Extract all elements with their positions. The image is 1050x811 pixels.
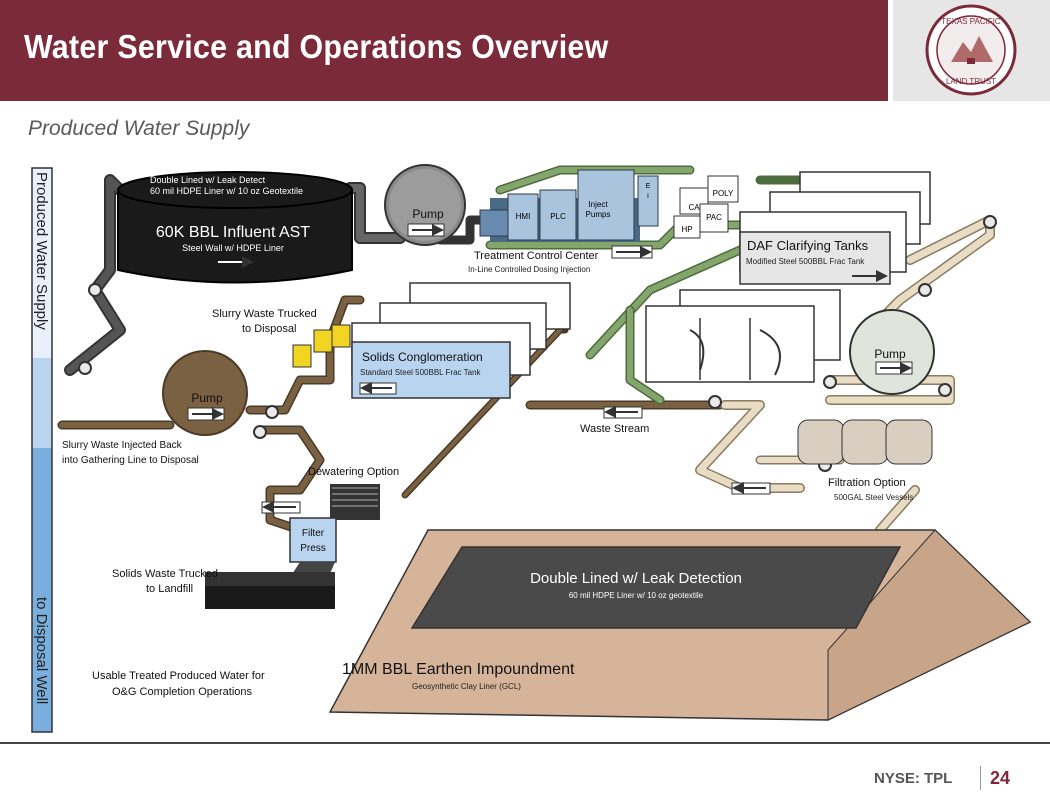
tcc-pac: PAC [706, 213, 722, 222]
influent-note2: 60 mil HDPE Liner w/ 10 oz Geotextile [150, 186, 303, 196]
section-subtitle: Produced Water Supply [28, 117, 250, 140]
filtration-title: Filtration Option [828, 477, 906, 489]
side-flow-bar: Produced Water Supply to Disposal Well [31, 167, 53, 733]
tcc-hp: HP [681, 225, 692, 234]
filter-press-line2: Press [300, 543, 326, 554]
daf-subtitle: Modified Steel 500BBL Frac Tank [746, 257, 865, 266]
pump-right: Pump [849, 309, 935, 395]
influent-title: 60K BBL Influent AST [156, 224, 310, 241]
page-title: Water Service and Operations Overview [24, 28, 609, 65]
landfill-bin: Solids Waste Trucked to Landfill [112, 568, 335, 609]
daf-tanks: DAF Clarifying Tanks Modified Steel 500B… [739, 171, 931, 285]
pump-left-label: Pump [191, 391, 223, 405]
logo-panel: TEXAS PACIFIC LAND TRUST [893, 0, 1050, 101]
treatment-control-center: HMI PLC Inject Pumps E I POLY CA PAC HP … [468, 169, 739, 274]
stock-ticker: NYSE: TPL [874, 770, 953, 787]
tcc-hmi: HMI [516, 212, 531, 221]
tcc-plc: PLC [550, 212, 566, 221]
solids-conglomeration: Solids Conglomeration Standard Steel 500… [351, 282, 571, 399]
earthen-impoundment: Double Lined w/ Leak Detection 60 mil HD… [328, 529, 1032, 721]
pump-left: Pump [162, 350, 248, 436]
solids-con-title: Solids Conglomeration [362, 350, 483, 364]
logo-bottom-text: LAND TRUST [946, 77, 996, 86]
daf-title: DAF Clarifying Tanks [747, 238, 869, 253]
side-bar-top-text: Produced Water Supply [33, 172, 50, 330]
logo-mountain-icon [951, 36, 993, 62]
impound-inner-title: Double Lined w/ Leak Detection [530, 570, 742, 587]
filter-press-line1: Filter [302, 528, 325, 539]
mixing-tanks [645, 289, 841, 383]
solids-truck-line2: to Landfill [146, 583, 193, 595]
pump-right-label: Pump [874, 347, 906, 361]
waste-stream-text: Waste Stream [580, 423, 649, 435]
solids-con-subtitle: Standard Steel 500BBL Frac Tank [360, 368, 482, 377]
company-logo: TEXAS PACIFIC LAND TRUST [925, 4, 1017, 96]
waste-stream-label: Waste Stream [580, 406, 649, 435]
tcc-inject1: Inject [588, 200, 608, 209]
footer-divider [0, 742, 1050, 744]
tcc-ei2: I [647, 193, 649, 200]
tcc-title: Treatment Control Center [474, 250, 599, 262]
tcc-ca: CA [688, 203, 700, 212]
solids-truck-line1: Solids Waste Trucked [112, 568, 218, 580]
impound-subtitle: Geosynthetic Clay Liner (GCL) [412, 682, 521, 691]
impound-inner-subtitle: 60 mil HDPE Liner w/ 10 oz geotextile [569, 591, 704, 600]
slurry-inject-line2: into Gathering Line to Disposal [62, 455, 199, 466]
slurry-barrels: Slurry Waste Trucked to Disposal [212, 308, 351, 368]
pump-top: Pump [384, 164, 466, 246]
pump-top-label: Pump [412, 207, 444, 221]
usable-water-line1: Usable Treated Produced Water for [92, 670, 265, 682]
logo-top-text: TEXAS PACIFIC [941, 17, 1001, 26]
impound-title: 1MM BBL Earthen Impoundment [342, 661, 575, 678]
filtration-subtitle: 500GAL Steel Vessels [834, 493, 913, 502]
header-bar [0, 0, 888, 101]
influent-tank: Double Lined w/ Leak Detect 60 mil HDPE … [117, 171, 353, 284]
influent-note1: Double Lined w/ Leak Detect [150, 175, 266, 185]
slurry-inject-line1: Slurry Waste Injected Back [62, 440, 183, 451]
dewatering-label: Dewatering Option [308, 466, 399, 478]
slurry-truck-line2: to Disposal [242, 323, 296, 335]
footer-separator [980, 766, 981, 790]
usable-water-line2: O&G Completion Operations [112, 686, 253, 698]
tcc-inject2: Pumps [586, 210, 611, 219]
slurry-truck-line1: Slurry Waste Trucked [212, 308, 317, 320]
tcc-subtitle: In-Line Controlled Dosing Injection [468, 265, 590, 274]
tcc-ei1: E [646, 183, 651, 190]
influent-subtitle: Steel Wall w/ HDPE Liner [182, 243, 284, 253]
side-bar-bottom-text: to Disposal Well [33, 597, 50, 704]
page-number: 24 [990, 768, 1011, 788]
tcc-poly: POLY [713, 189, 734, 198]
